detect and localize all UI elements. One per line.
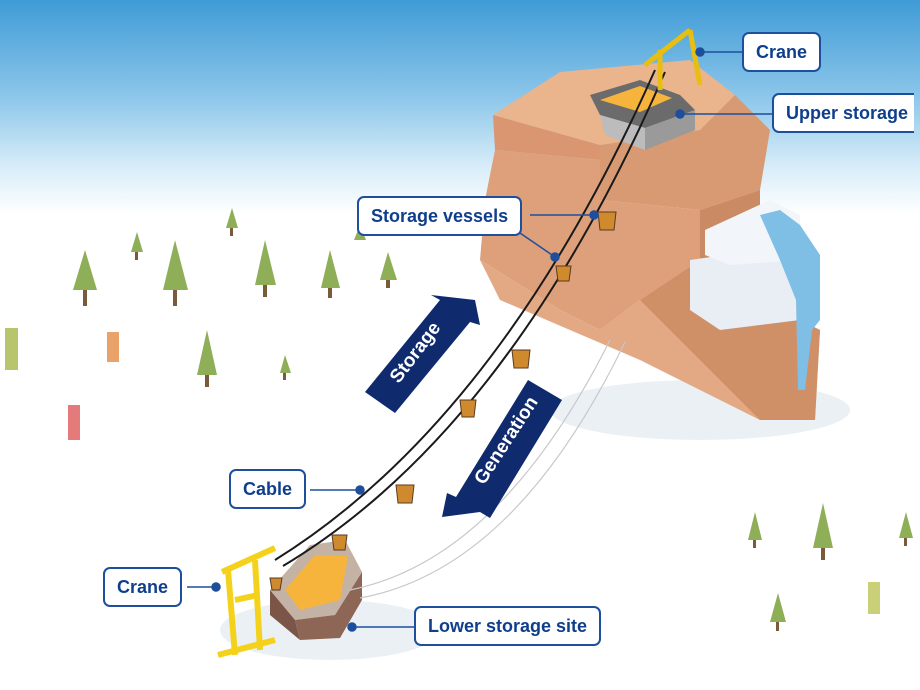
lower-storage-site xyxy=(270,540,362,640)
connectors xyxy=(187,47,773,632)
posts xyxy=(5,328,880,614)
crane-top-structure xyxy=(643,28,703,90)
mountain-cliff xyxy=(480,60,820,420)
storage-vessels xyxy=(269,211,617,591)
crane-bottom-structure xyxy=(217,545,277,658)
label-crane-top: Crane xyxy=(742,32,822,72)
generation-arrow xyxy=(442,380,562,518)
label-lower-storage-site: Lower storage site xyxy=(414,606,602,646)
label-cable: Cable xyxy=(229,469,307,509)
cable xyxy=(274,69,666,567)
label-upper-storage: Upper storage xyxy=(772,93,915,133)
storage-arrow xyxy=(365,295,480,413)
label-crane-bottom: Crane xyxy=(103,567,183,607)
label-storage-vessels: Storage vessels xyxy=(357,196,523,236)
trees xyxy=(73,208,913,631)
